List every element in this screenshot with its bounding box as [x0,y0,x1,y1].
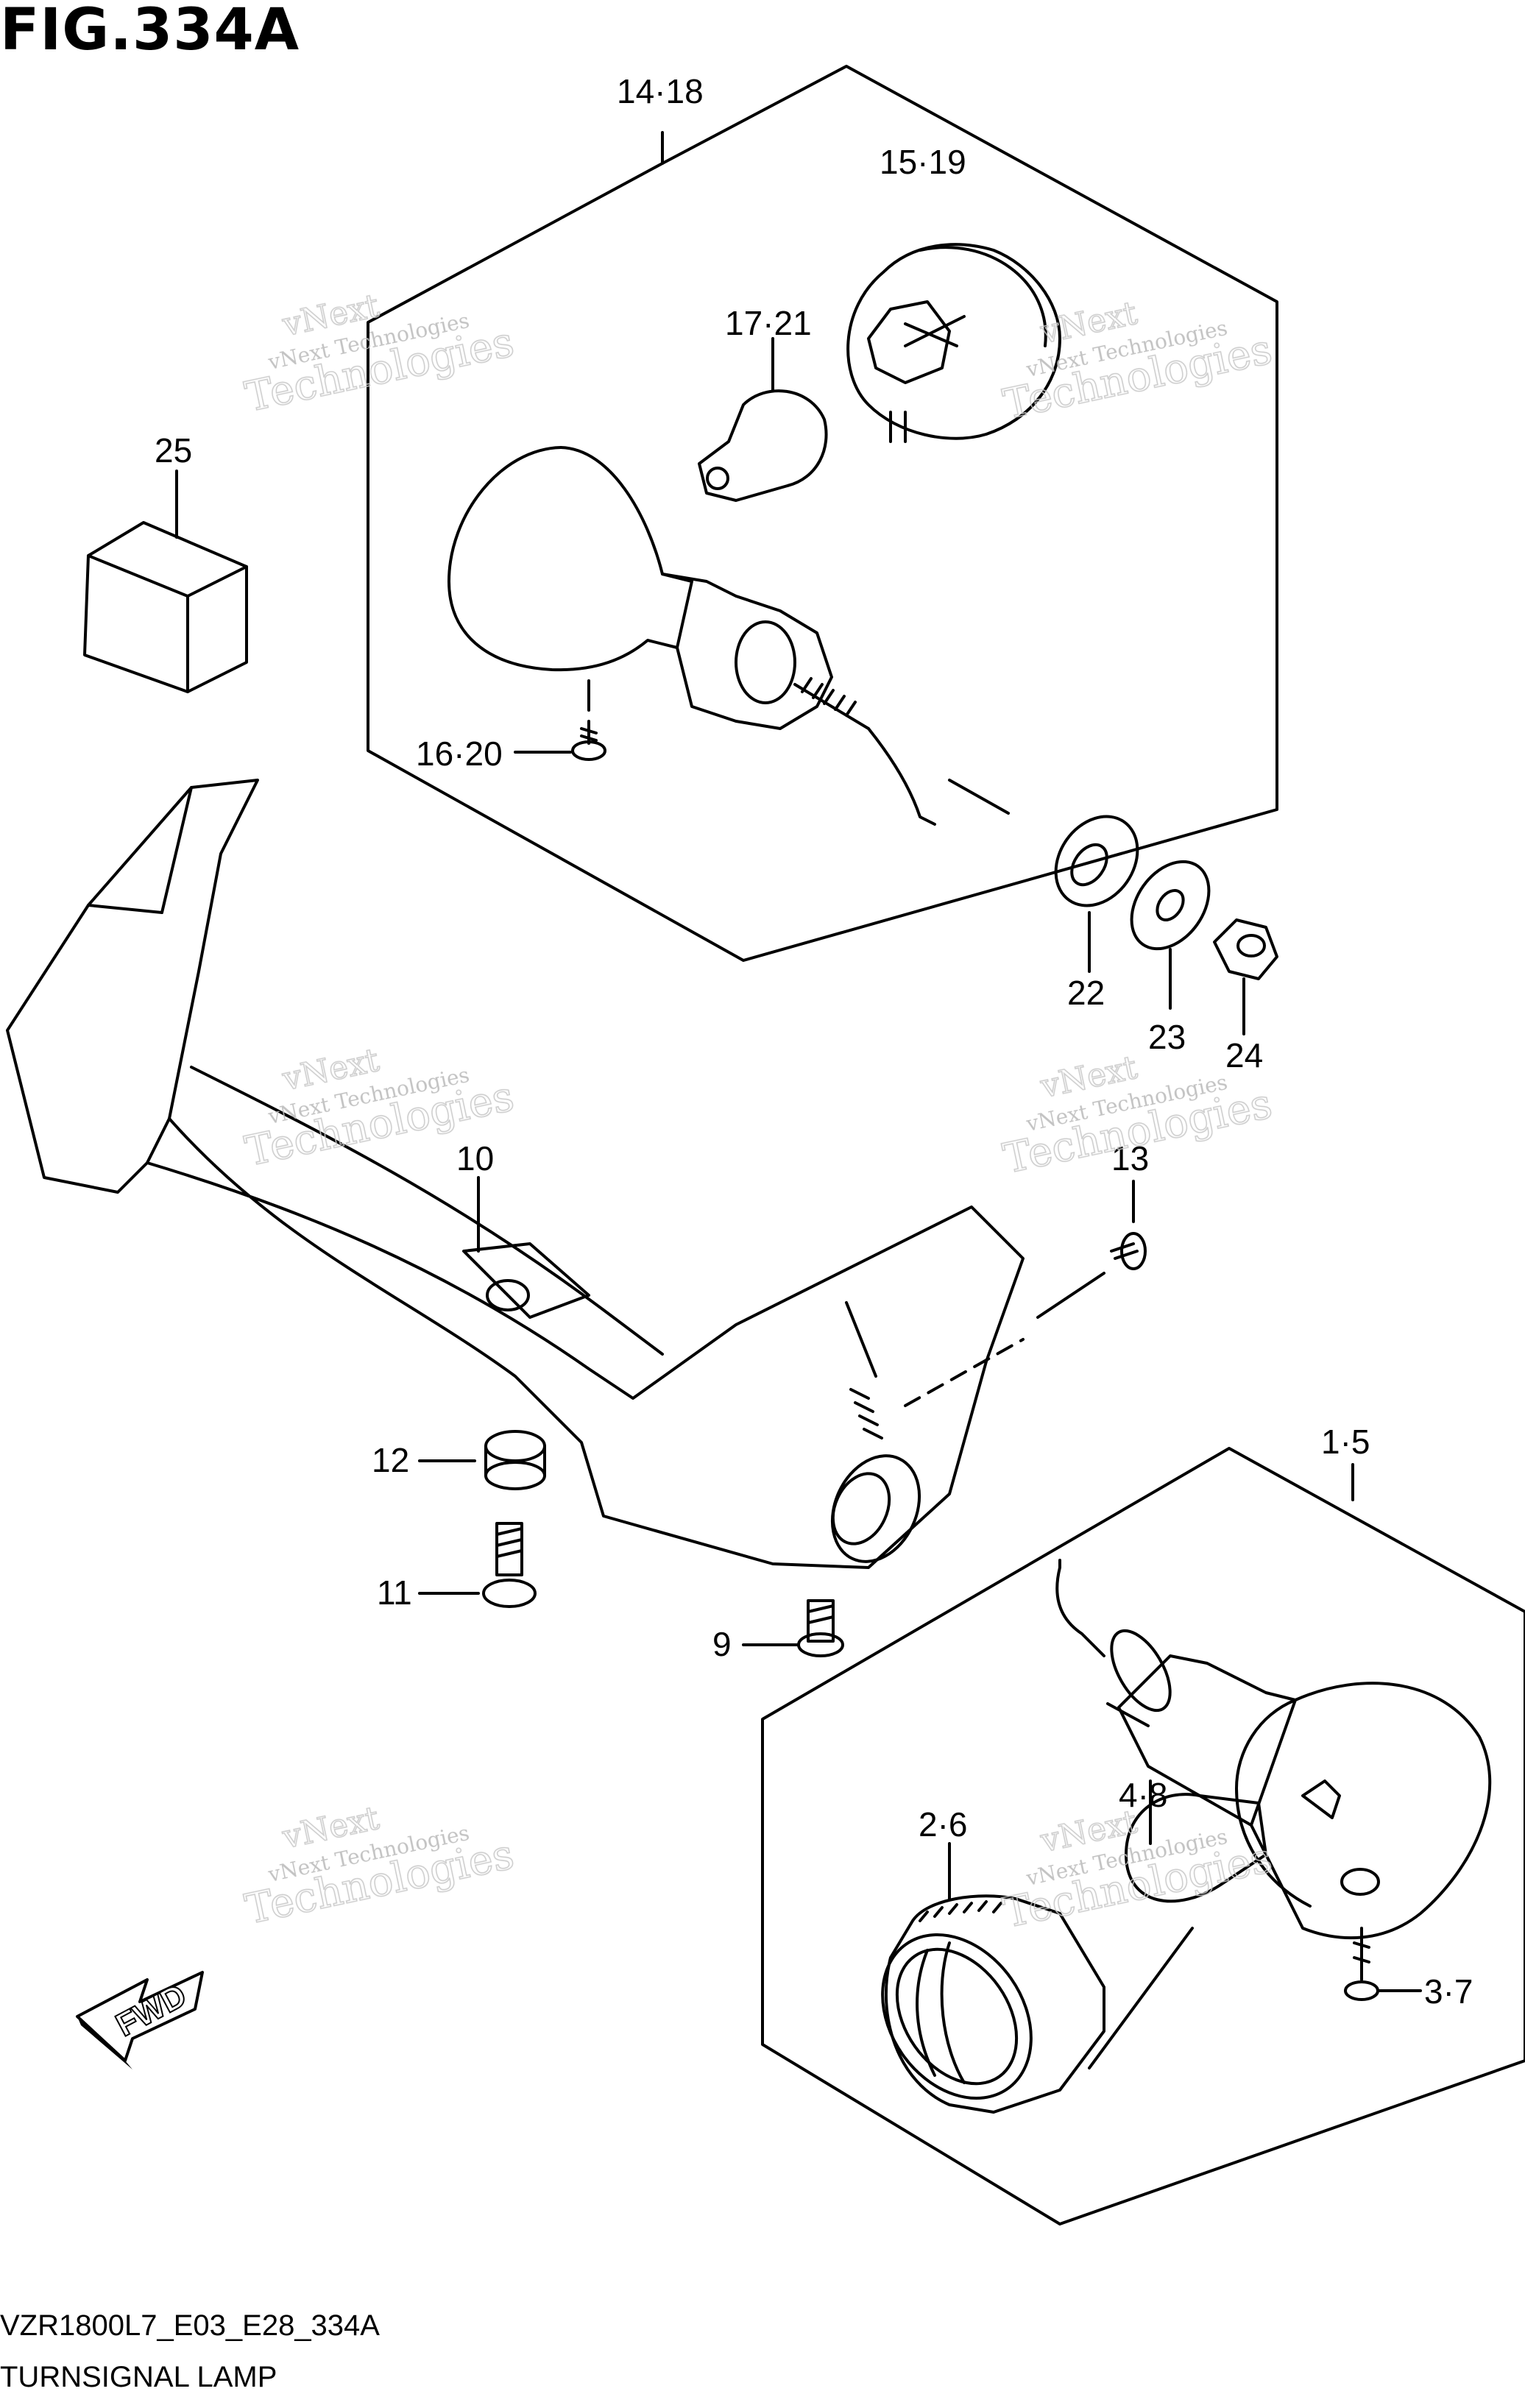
figure-code: VZR1800L7_E03_E28_334A [0,2309,380,2342]
callout-24: 24 [1225,1036,1263,1074]
bulb-lower [1125,1780,1267,1903]
assembly-box-upper [367,65,1278,962]
bracket-10 [6,779,1025,1569]
screw-9 [742,1599,844,1657]
callout-12: 12 [372,1441,409,1479]
figure-title: FIG.334A [0,0,300,63]
grommet-12 [418,1430,546,1490]
screw-16-20 [514,679,606,761]
nut-24 [1213,918,1278,1035]
lens-lower [881,1842,1194,2114]
callout-14-18: 14·18 [617,72,704,110]
callout-13: 13 [1111,1139,1149,1178]
screw-3-7 [1344,1927,1422,2001]
bolt-11 [418,1522,537,1608]
washer-23 [1130,860,1211,1010]
callout-11: 11 [377,1573,412,1612]
watermark-group: vNext vNext Technologies Technologies vN… [241,286,1277,1938]
grommet-22 [1054,815,1139,973]
assembly-box-lower [761,1447,1525,2225]
callout-23: 23 [1148,1018,1186,1056]
relay-25 [83,470,248,693]
fwd-label: FWD [110,1977,192,2044]
turn-signal-housing-lower [1055,1559,1492,1940]
callout-15-19: 15·19 [880,143,966,181]
figure-name: TURNSIGNAL LAMP [0,2361,277,2393]
screw-13 [1036,1180,1147,1319]
axis-line-upper [948,779,1010,815]
callout-16-20: 16·20 [416,734,503,773]
callout-4-8: 4·8 [1119,1776,1167,1814]
callout-17-21: 17·21 [725,304,812,342]
callout-22: 22 [1067,974,1105,1012]
callout-9: 9 [712,1625,732,1663]
callout-25: 25 [155,431,192,470]
callout-1-5: 1·5 [1321,1423,1370,1461]
turn-signal-housing-upper [447,446,936,826]
callout-2-6: 2·6 [919,1805,967,1844]
lens-upper [846,243,1061,443]
fwd-arrow-icon: FWD [76,1971,204,2069]
bulb-upper [698,337,828,502]
callout-10: 10 [456,1139,494,1178]
callout-3-7: 3·7 [1424,1972,1473,2011]
